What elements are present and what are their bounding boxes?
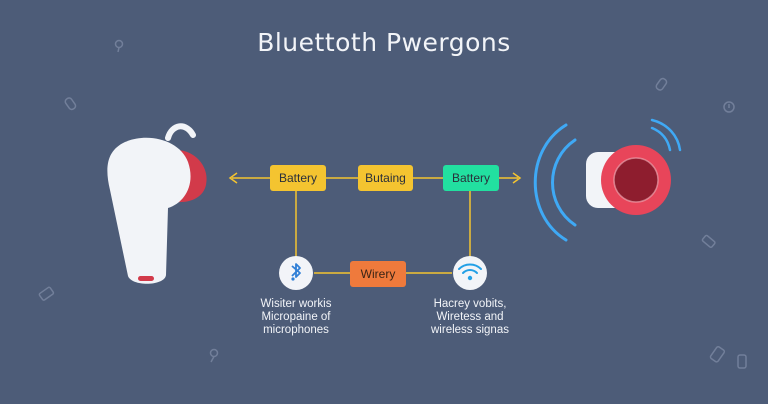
pin-icon	[209, 348, 219, 363]
caption-left: Wisiter workis Micropaine of microphones	[236, 298, 356, 337]
diagram-title: Bluettoth Pwergons	[257, 28, 511, 57]
caption-left-line-1: Wisiter workis	[260, 298, 332, 310]
caption-right-line-1: Hacrey vobits,	[433, 298, 507, 310]
connectors	[228, 172, 522, 274]
earbud-right-icon	[533, 118, 682, 242]
butaing-node: Butaing	[358, 165, 413, 191]
decor-icons	[38, 39, 747, 369]
caption-left-line-3: microphones	[263, 324, 329, 336]
arrow-right-head	[512, 172, 522, 184]
arrow-left-head	[228, 172, 238, 184]
wirery-node: Wirery	[350, 261, 406, 287]
battery-icon	[38, 286, 55, 301]
clip-icon	[655, 77, 668, 91]
bluetooth-icon	[279, 256, 313, 290]
clip-icon	[64, 97, 77, 111]
wifi-icon	[453, 256, 487, 290]
phone-icon	[737, 354, 747, 369]
caption-right: Hacrey vobits, Wiretess and wireless sig…	[410, 298, 530, 337]
caption-left-line-2: Micropaine of	[261, 311, 331, 323]
battery-icon	[701, 234, 716, 249]
battery-icon	[709, 346, 726, 363]
battery-right-node: Battery	[443, 165, 499, 191]
alert-icon	[723, 101, 735, 113]
earbud-left-icon	[107, 123, 207, 284]
battery-left-node: Battery	[270, 165, 326, 191]
caption-right-line-2: Wiretess and	[436, 311, 504, 323]
pin-icon	[114, 39, 124, 53]
caption-right-line-3: wireless signas	[431, 324, 509, 336]
